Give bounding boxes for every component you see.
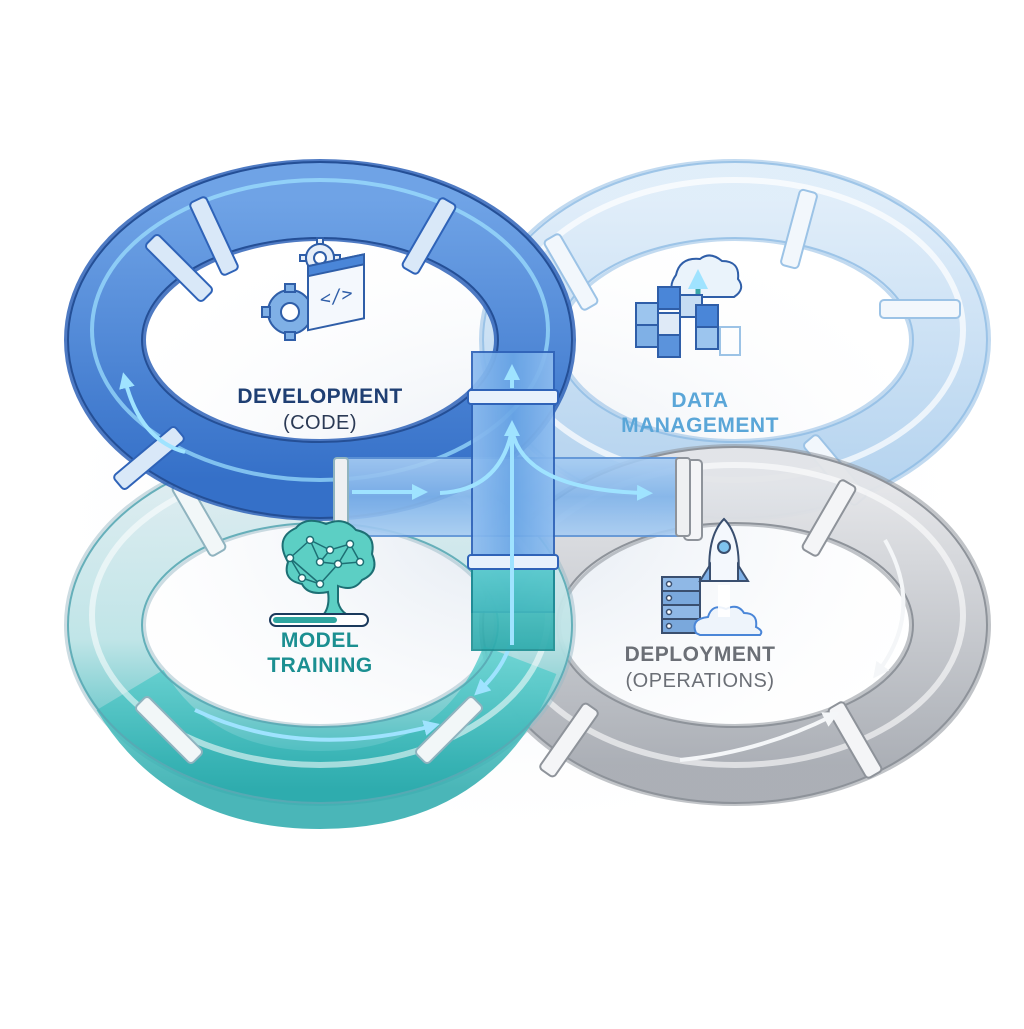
- deployment-subtitle: (OPERATIONS): [625, 670, 775, 693]
- data-management-label: DATA MANAGEMENT: [580, 388, 820, 438]
- rocket-server-launch-icon: [661, 517, 763, 636]
- deployment-title: DEPLOYMENT: [624, 643, 776, 666]
- deployment-loop: [479, 444, 991, 806]
- development-label: DEVELOPMENT (CODE): [200, 384, 440, 435]
- model-training-subtitle: TRAINING: [267, 654, 373, 678]
- data-cubes-cloud-upload-icon: [635, 254, 743, 358]
- gears-code-window-icon: </>: [261, 237, 365, 341]
- model-training-title: MODEL: [280, 629, 360, 652]
- flow-arrow-to-data: [510, 429, 653, 501]
- data-management-title: DATA: [671, 389, 729, 412]
- neural-brain-progress-bar-icon: [269, 519, 376, 627]
- development-loop: [64, 159, 576, 521]
- deployment-label: DEPLOYMENT (OPERATIONS): [590, 642, 810, 693]
- development-title: DEVELOPMENT: [237, 385, 403, 408]
- central-junction: [333, 351, 691, 651]
- data-management-subtitle: MANAGEMENT: [621, 414, 779, 438]
- development-subtitle: (CODE): [282, 412, 358, 435]
- model-training-label: MODEL TRAINING: [220, 628, 420, 678]
